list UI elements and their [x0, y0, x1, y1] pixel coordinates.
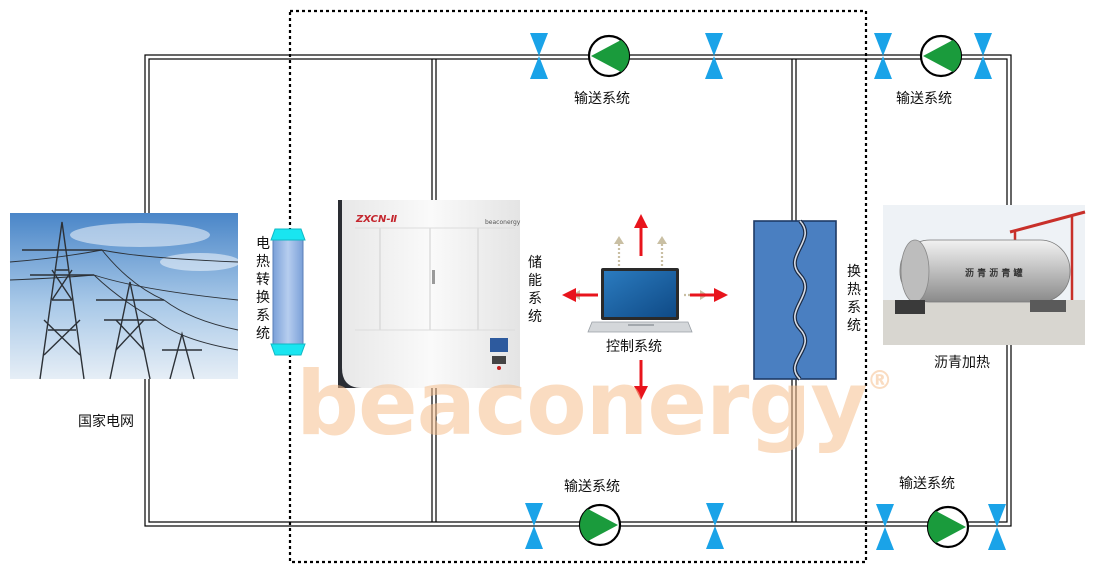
- valve-icon: [530, 33, 548, 79]
- storage-label: 储能系统: [528, 255, 542, 325]
- pump-icon: [578, 503, 622, 547]
- grid-label: 国家电网: [78, 414, 134, 430]
- conveying-label-bottom-right: 输送系统: [899, 476, 955, 492]
- conveying-label-top-left: 输送系统: [574, 91, 630, 107]
- control-label: 控制系统: [606, 339, 662, 355]
- valve-icon: [706, 503, 724, 549]
- valve-icon: [876, 504, 894, 550]
- storage-cabinet: [338, 200, 520, 388]
- watermark-registered-symbol: ®: [866, 366, 893, 396]
- system-boundary: [288, 9, 868, 564]
- pump-icon: [587, 34, 631, 78]
- conveying-label-top-right: 输送系统: [896, 91, 952, 107]
- valve-icon: [874, 33, 892, 79]
- heat-exchanger: [753, 219, 837, 381]
- cabinet-model-text: ZXCN-Ⅱ: [355, 214, 397, 225]
- control-arrows: [562, 214, 728, 400]
- watermark-text: beaconergy: [296, 352, 868, 455]
- valve-icon: [988, 504, 1006, 550]
- watermark: beaconergy®: [296, 352, 893, 455]
- conveying-label-bottom-left: 输送系统: [564, 479, 620, 495]
- electric-heat-converter-label: 电热转换系统: [256, 236, 270, 342]
- cabinet-brand-text: beaconergy: [485, 219, 521, 226]
- asphalt-tank-image: [883, 205, 1086, 345]
- asphalt-heating-label: 沥青加热: [934, 355, 990, 371]
- equipment-layer: [525, 33, 1006, 550]
- valve-icon: [974, 33, 992, 79]
- electric-heat-converter: [270, 228, 306, 356]
- valve-icon: [705, 33, 723, 79]
- pump-icon: [926, 505, 970, 549]
- pump-icon: [919, 34, 963, 78]
- valve-icon: [525, 503, 543, 549]
- asphalt-tank-text: 沥 青 沥 青 罐: [965, 267, 1023, 279]
- laptop-icon: [587, 268, 693, 333]
- power-grid-image: [9, 213, 240, 380]
- heat-exchange-label: 换热系统: [847, 264, 861, 334]
